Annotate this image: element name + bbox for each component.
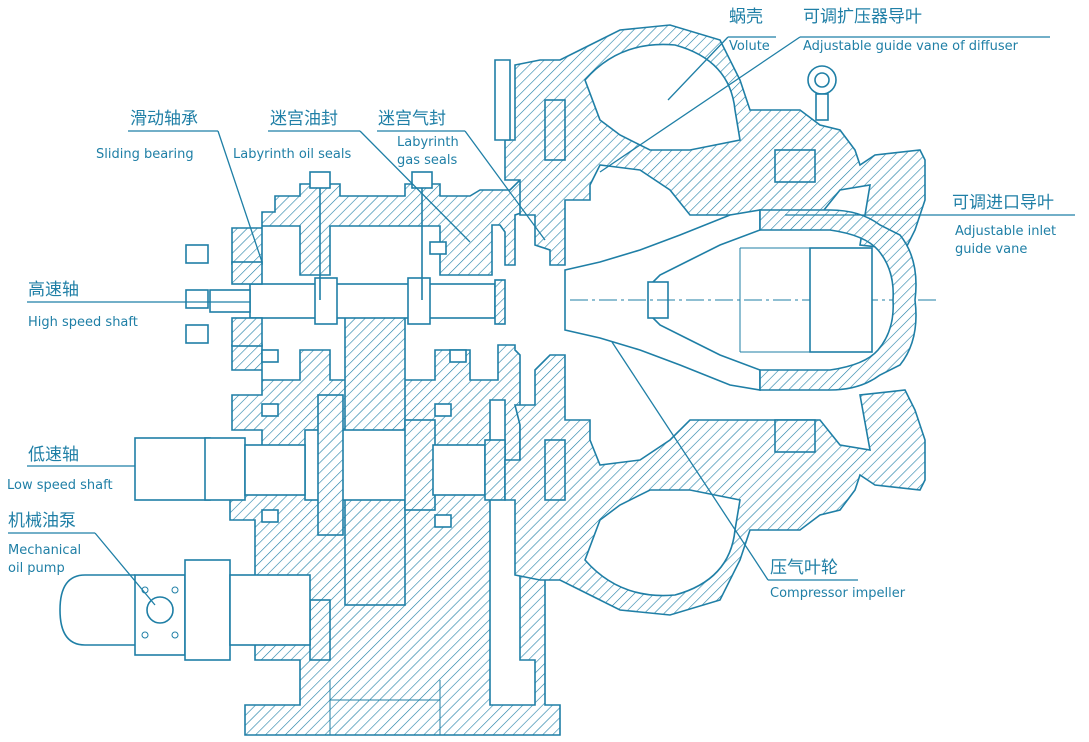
high-shaft-zh: 高速轴 (28, 280, 79, 300)
label-volute: 蜗壳 Volute (729, 7, 770, 54)
high-shaft-en: High speed shaft (28, 315, 138, 330)
bolts (261, 171, 467, 528)
oil-pump-en-line2: oil pump (8, 561, 65, 576)
label-diffuser-vane: 可调扩压器导叶 Adjustable guide vane of diffuse… (803, 7, 1019, 54)
impeller-en: Compressor impeller (770, 586, 906, 601)
eye-bolt (807, 65, 837, 121)
leader-lines (8, 36, 1075, 606)
low-shaft-zh: 低速轴 (28, 445, 79, 465)
oil-pump-zh: 机械油泵 (8, 511, 76, 531)
diffuser-vanes (494, 59, 816, 501)
label-oil-seals: 迷宫油封 Labyrinth oil seals (233, 109, 351, 162)
high-speed-shaft (185, 244, 506, 347)
inlet-vane-zh: 可调进口导叶 (952, 193, 1054, 213)
label-sliding-bearing: 滑动轴承 Sliding bearing (96, 109, 198, 162)
oil-seals-en: Labyrinth oil seals (233, 147, 351, 162)
impeller (564, 209, 940, 391)
impeller-zh: 压气叶轮 (770, 558, 838, 578)
label-high-shaft: 高速轴 High speed shaft (28, 280, 138, 330)
oil-pump-en-line1: Mechanical (8, 543, 81, 558)
volute-zh: 蜗壳 (729, 7, 763, 27)
oil-pump (59, 559, 311, 661)
oil-seals-zh: 迷宫油封 (270, 109, 338, 129)
label-oil-pump: 机械油泵 Mechanical oil pump (8, 511, 81, 576)
sliding-bearing-zh: 滑动轴承 (130, 109, 198, 129)
inlet-vane-en-line2: guide vane (955, 242, 1027, 257)
low-shaft-en: Low speed shaft (7, 478, 113, 493)
label-low-shaft: 低速轴 Low speed shaft (7, 445, 113, 493)
inlet-nozzle (739, 209, 917, 391)
diffuser-vane-zh: 可调扩压器导叶 (803, 7, 922, 27)
label-impeller: 压气叶轮 Compressor impeller (770, 558, 906, 601)
gas-seals-en-line2: gas seals (397, 153, 457, 168)
label-inlet-vane: 可调进口导叶 Adjustable inlet guide vane (952, 193, 1056, 257)
diffuser-vane-en: Adjustable guide vane of diffuser (803, 39, 1019, 54)
inlet-vane-en-line1: Adjustable inlet (955, 224, 1056, 239)
sliding-bearing-en: Sliding bearing (96, 147, 194, 162)
gas-seals-zh: 迷宫气封 (378, 109, 446, 129)
label-gas-seals: 迷宫气封 Labyrinth gas seals (378, 109, 459, 168)
gas-seals-en-line1: Labyrinth (397, 135, 459, 150)
volute-en: Volute (729, 39, 770, 54)
low-speed-shaft (134, 437, 506, 501)
